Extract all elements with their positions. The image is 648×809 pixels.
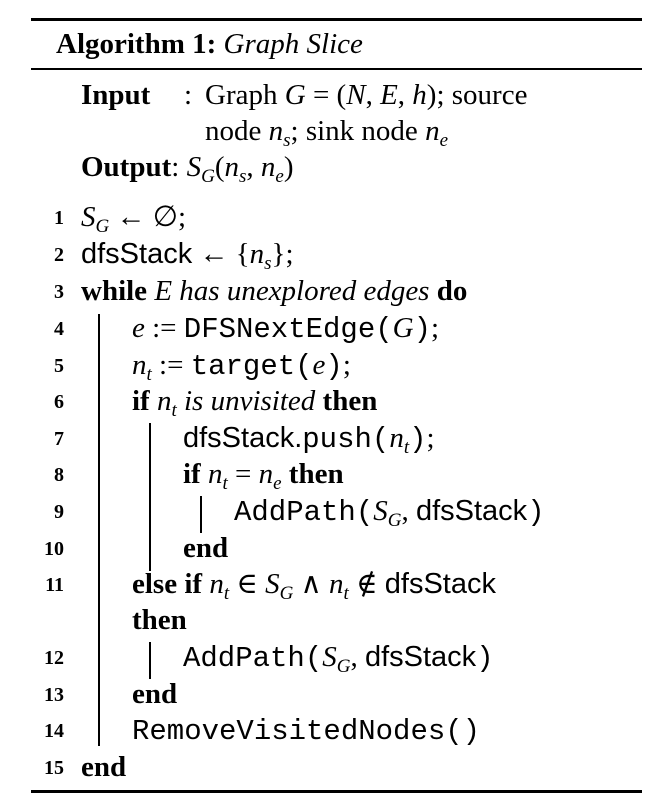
line-4: e := DFSNextEdge(G);: [132, 312, 440, 346]
bottom-rule: [31, 790, 642, 793]
input-colon: :: [184, 79, 193, 111]
inner-if-keyword: if: [183, 458, 201, 490]
dfsnextedge-func: DFSNextEdge: [183, 313, 376, 346]
input-line2: node ns; sink node ne: [205, 115, 448, 151]
line-number: 11: [45, 574, 64, 596]
line-1: SG ← ∅;: [81, 201, 187, 237]
line-number: 12: [44, 647, 64, 669]
while-condition: E has unexplored edges: [154, 275, 430, 307]
line-number: 8: [54, 464, 64, 486]
line-number: 5: [54, 355, 64, 377]
dfsstack-push-var: dfsStack.: [183, 422, 303, 454]
input-graph-word: Graph: [205, 79, 285, 111]
if-keyword: if: [132, 385, 150, 417]
line-number: 9: [54, 501, 64, 523]
line-number: 4: [54, 318, 64, 340]
input-source-word: ; source: [436, 79, 528, 111]
addpath-func-2: AddPath: [183, 642, 305, 675]
algorithm-caption: Algorithm 1: Graph Slice: [56, 27, 363, 61]
line-number: 7: [54, 428, 64, 450]
inner-then-keyword: then: [288, 458, 344, 490]
line-3: while E has unexplored edges do: [81, 274, 467, 308]
removevisitednodes-func: RemoveVisitedNodes: [132, 715, 446, 748]
caption-rule: [31, 68, 642, 70]
line-7: dfsStack.push(nt);: [183, 422, 435, 458]
line-5: nt := target(e);: [132, 349, 351, 385]
line-number: 13: [44, 684, 64, 706]
then-keyword: then: [322, 385, 378, 417]
elseif-block-bar: [149, 642, 151, 679]
line-13: end: [132, 678, 178, 710]
do-keyword: do: [436, 275, 468, 307]
line-2: dfsStack ← {ns};: [81, 238, 294, 274]
inner-if-block-bar: [200, 496, 202, 533]
algorithm-name: Graph Slice: [223, 28, 363, 60]
algorithm-label: Algorithm 1:: [56, 28, 217, 60]
line-number: 2: [54, 244, 64, 266]
line-12: AddPath(SG, dfsStack): [183, 641, 494, 677]
top-rule: [31, 18, 642, 21]
push-func: push: [302, 423, 372, 456]
line-9: AddPath(SG, dfsStack): [234, 495, 545, 531]
else-if-keyword: else if: [132, 568, 203, 600]
output-value: SG(ns, ne): [186, 151, 294, 187]
input-line1: Graph G = (N, E, h); source: [205, 78, 527, 112]
input-graph-math: G = (N, E, h): [284, 79, 437, 111]
if-block-bar: [149, 423, 151, 571]
addpath-func-1: AddPath: [234, 496, 356, 529]
dfsstack-var: dfsStack: [81, 238, 193, 270]
line-number: 6: [54, 391, 64, 413]
line-11-then: then: [132, 604, 187, 636]
target-func: target: [190, 350, 296, 383]
line-number: 14: [44, 720, 64, 742]
line-14: RemoveVisitedNodes(): [132, 715, 481, 748]
line-number: 10: [44, 538, 64, 560]
output-label: Output: [81, 151, 172, 183]
line-15: end: [81, 751, 127, 783]
line-6: if nt is unvisited then: [132, 385, 378, 421]
while-block-bar: [98, 314, 100, 746]
line-10: end: [183, 532, 229, 564]
line-11: else if nt ∈ SG ∧ nt ∉ dfsStack: [132, 568, 496, 604]
output-line: Output: SG(ns, ne): [81, 151, 294, 187]
line-number: 3: [54, 281, 64, 303]
while-keyword: while: [81, 275, 148, 307]
line-number: 1: [54, 207, 64, 229]
line-number: 15: [44, 757, 64, 779]
input-label: Input: [81, 79, 151, 111]
line-8: if nt = ne then: [183, 458, 344, 494]
